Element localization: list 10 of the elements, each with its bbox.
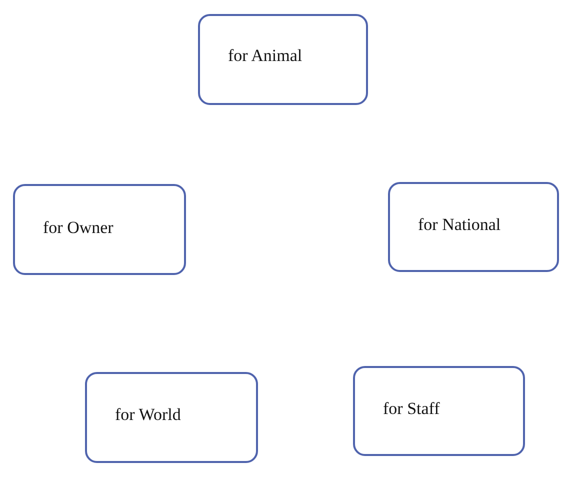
box-label: for Owner bbox=[43, 218, 114, 238]
box-label: for Animal bbox=[228, 46, 302, 66]
box-label: for World bbox=[115, 405, 181, 425]
rounded-box bbox=[353, 366, 525, 456]
rounded-box bbox=[13, 184, 186, 275]
box-label: for Staff bbox=[383, 399, 440, 419]
rounded-box bbox=[198, 14, 368, 105]
rounded-box bbox=[388, 182, 559, 272]
box-label: for National bbox=[418, 215, 501, 235]
rounded-box bbox=[85, 372, 258, 463]
